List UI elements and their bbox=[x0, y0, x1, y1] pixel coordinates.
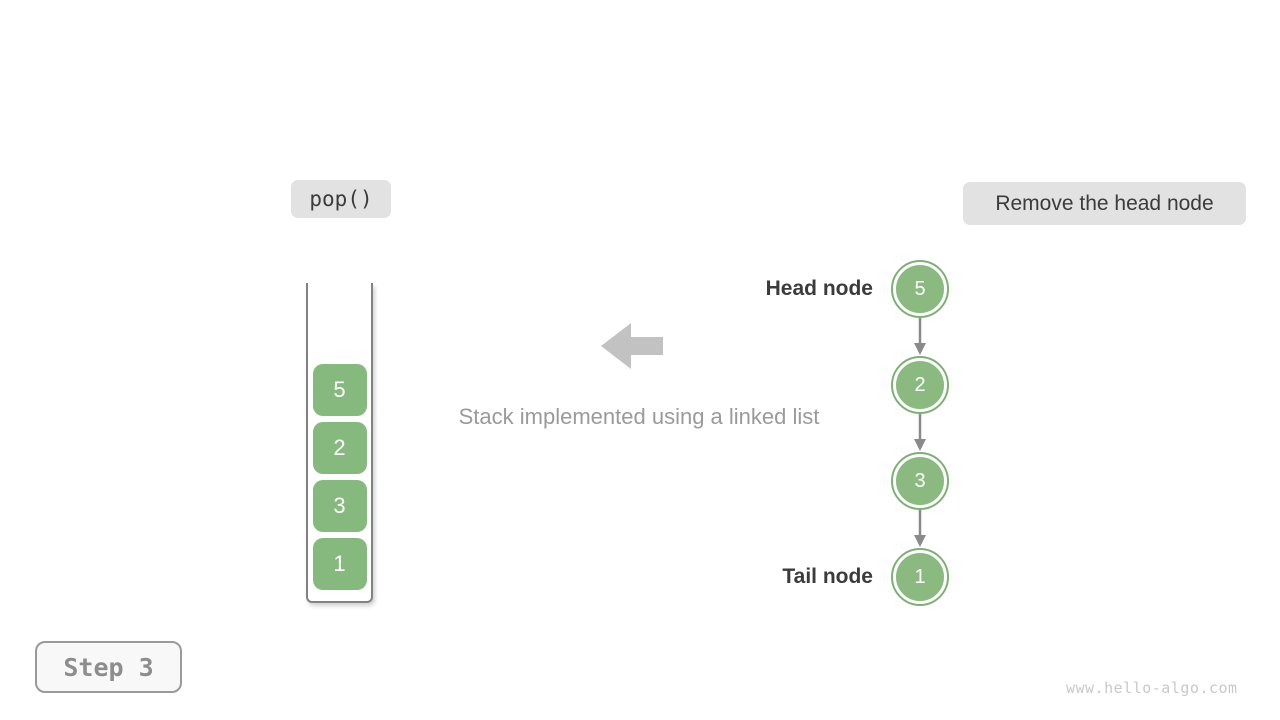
left-block-arrow-icon bbox=[601, 323, 663, 369]
tail-node-label: Tail node bbox=[782, 565, 873, 588]
head-node-label: Head node bbox=[765, 277, 873, 300]
list-node: 1 bbox=[891, 548, 949, 606]
arrow-down-icon bbox=[914, 414, 926, 451]
arrow-down-icon bbox=[914, 318, 926, 355]
stack-item: 2 bbox=[312, 422, 367, 474]
step-badge: Step 3 bbox=[35, 641, 182, 693]
stack-item: 3 bbox=[312, 480, 367, 532]
watermark: www.hello-algo.com bbox=[1066, 679, 1238, 697]
list-node: 2 bbox=[891, 356, 949, 414]
stack-item: 5 bbox=[312, 364, 367, 416]
list-node: 3 bbox=[891, 452, 949, 510]
list-node: 5 bbox=[891, 260, 949, 318]
operation-badge: pop() bbox=[291, 180, 391, 218]
caption: Stack implemented using a linked list bbox=[458, 404, 820, 429]
stack-container: 5 2 3 1 bbox=[306, 283, 373, 603]
stack-item: 1 bbox=[312, 538, 367, 590]
arrow-down-icon bbox=[914, 510, 926, 547]
action-badge: Remove the head node bbox=[963, 182, 1246, 225]
